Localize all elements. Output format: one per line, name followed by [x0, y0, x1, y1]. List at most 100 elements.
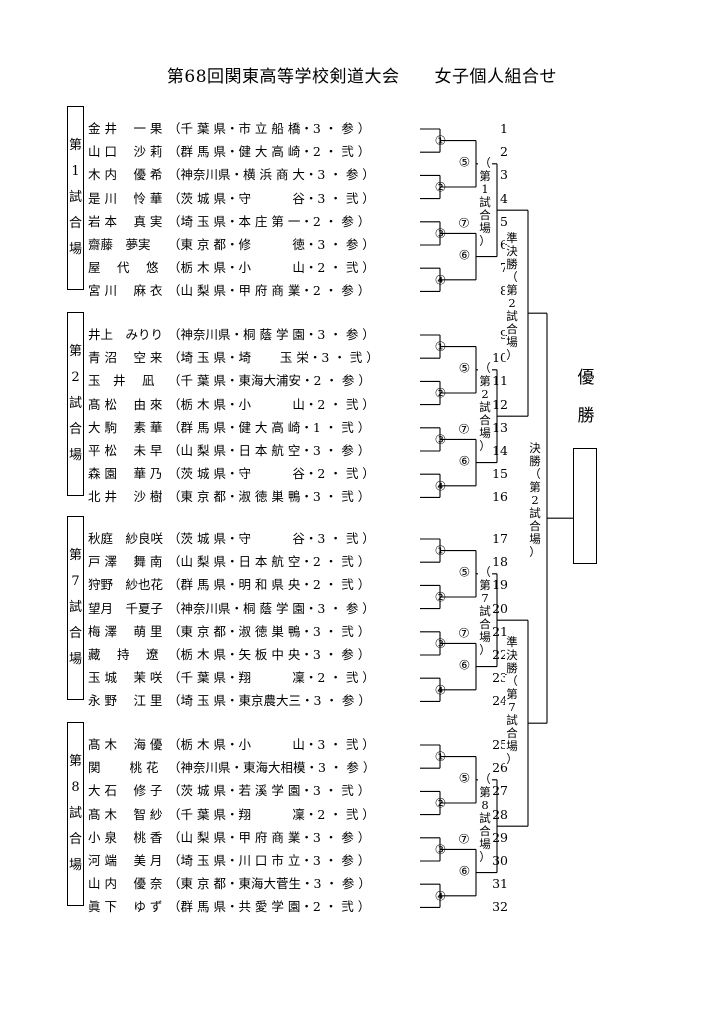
entry-affiliation: （茨 城 県・守 谷・3 ・ 弐 ） [168, 190, 375, 206]
entry-row: 平 松 未 早（山 梨 県・日 本 航 空・3 ・ 参 ）14 [88, 440, 508, 462]
final-label: 場 [528, 532, 542, 546]
entry-name: 玉 井 凪 [88, 373, 155, 389]
entry-row: 永 野 江 里（埼 玉 県・東京農大三・3 ・ 参 ）24 [88, 690, 508, 712]
entry-number: 29 [492, 829, 508, 845]
entry-row: 髙 松 由 來（栃 木 県・小 山・2 ・ 弐 ）12 [88, 394, 508, 416]
entry-name: 小 泉 桃 香 [88, 829, 163, 845]
entry-row: 森 園 華 乃（茨 城 県・守 谷・2 ・ 弐 ）15 [88, 463, 508, 485]
court-label-char: 1 [71, 164, 80, 179]
entry-row: 髙 木 海 優（栃 木 県・小 山・3 ・ 弐 ）25 [88, 734, 508, 756]
block-final-label: 1 [478, 183, 492, 195]
entry-name: 大 駒 素 華 [88, 419, 163, 435]
entry-number: 3 [500, 167, 508, 183]
final-label: 試 [528, 506, 542, 520]
entry-number: 4 [500, 190, 508, 206]
match-number-mark: ⑦ [458, 833, 470, 848]
semifinal-label: 第 [505, 687, 519, 701]
entry-affiliation: （山 梨 県・甲 府 商 業・2 ・ 参 ） [168, 283, 371, 299]
champion-name-box [573, 448, 597, 564]
semifinal-label: 合 [505, 726, 519, 740]
court-label-char: 場 [68, 858, 82, 873]
match-number-mark: ⑤ [459, 362, 471, 377]
match-number-mark: ⑤ [459, 156, 471, 171]
entry-affiliation: （神奈川県・東海大相模・3 ・ 参 ） [168, 760, 376, 776]
semifinal-label: 準 [505, 635, 519, 649]
semifinal-label: 決 [505, 244, 519, 258]
match-number-mark: ⑤ [459, 772, 471, 787]
court-label-char: 試 [68, 600, 82, 615]
entry-row: 関 桃 花 （神奈川県・東海大相模・3 ・ 参 ） 26 [88, 757, 508, 779]
block-final-label: 7 [478, 592, 492, 604]
block-final-label: 第 [478, 578, 492, 592]
entry-affiliation: （千 葉 県・東海大浦安・2 ・ 参 ） [168, 373, 371, 389]
entry-affiliation: （東 京 都・東海大菅生・3 ・ 参 ） [168, 876, 371, 892]
block-final-label: 試 [478, 811, 492, 825]
entry-affiliation: （栃 木 県・矢 板 中 央・3 ・ 参 ） [168, 647, 371, 662]
court-label-char: 2 [71, 370, 80, 385]
entry-name: 梅 澤 萌 里 [88, 623, 163, 639]
match-number-mark: ⑤ [459, 566, 471, 581]
match-number-mark: ④ [435, 479, 447, 494]
match-number-mark: ① [435, 134, 447, 149]
entry-number: 7 [484, 257, 508, 279]
semifinal-label: （ [505, 270, 519, 284]
entry-number: 19 [492, 577, 508, 593]
block-final-label: 場 [478, 221, 492, 235]
block-final-label: 合 [478, 824, 492, 838]
entry-row: 望月 千夏子（神奈川県・桐 蔭 学 園・3 ・ 参 ）20 [88, 598, 508, 620]
entry-affiliation: （埼 玉 県・本 庄 第 一・2 ・ 参 ） [168, 213, 371, 229]
entry-affiliation: （栃 木 県・小 山・2 ・ 弐 ） [168, 396, 375, 412]
semifinal-label: ） [505, 348, 519, 362]
match-number-mark: ⑦ [458, 627, 470, 642]
entry-row: 大 石 修 子（茨 城 県・若 溪 学 園・3 ・ 弐 ）27 [88, 780, 508, 802]
block-final-label: 第 [478, 785, 492, 799]
final-label: 決 [528, 441, 542, 455]
entry-row: 北 井 沙 樹（東 京 都・淑 徳 巣 鴨・3 ・ 弐 ）16 [88, 486, 508, 508]
champion-label: 勝 [577, 406, 595, 426]
match-number-mark: ④ [435, 889, 447, 904]
match-number-mark: ③ [435, 637, 447, 652]
entry-row: 玉 井 凪（千 葉 県・東海大浦安・2 ・ 参 ）11 [88, 370, 508, 392]
match-number-mark: ⑥ [459, 248, 471, 263]
entry-number: 24 [492, 693, 508, 709]
entry-affiliation: （茨 城 県・守 谷・3 ・ 弐 ） [168, 531, 375, 546]
entry-name: 屋 代 悠 [88, 260, 159, 276]
entry-number: 17 [492, 531, 508, 546]
entry-name: 望月 千夏子 [88, 600, 164, 616]
entry-number: 1 [500, 121, 508, 136]
semifinal-label: 勝 [505, 661, 519, 675]
match-number-mark: ⑥ [459, 658, 471, 673]
final-label: 合 [528, 519, 542, 533]
entry-affiliation: （神奈川県・横 浜 商 大・3 ・ 参 ） [168, 167, 375, 183]
block-final-label: 試 [478, 400, 492, 414]
block-final-label: 場 [478, 630, 492, 644]
entry-name: 狩野 紗也花 [88, 577, 164, 593]
entry-affiliation: （神奈川県・桐 蔭 学 園・3 ・ 参 ） [168, 327, 375, 342]
entry-number: 15 [492, 466, 508, 482]
match-number-mark: ③ [435, 843, 447, 858]
entry-row: 岩 本 真 実（埼 玉 県・本 庄 第 一・2 ・ 参 ）5 [88, 211, 508, 233]
semifinal-label: 2 [505, 297, 519, 309]
entry-row: 河 端 美 月（埼 玉 県・川 口 市 立・3 ・ 参 ）30 [88, 850, 508, 872]
semifinal-label: （ [505, 674, 519, 688]
entry-number: 16 [492, 489, 508, 505]
entry-row: 宮 川 麻 衣（山 梨 県・甲 府 商 業・2 ・ 参 ）8 [88, 280, 508, 302]
match-number-mark: ② [435, 591, 447, 606]
entry-number: 26 [492, 760, 508, 776]
entry-name: 関 桃 花 [88, 760, 159, 776]
court-label-char: 試 [68, 396, 82, 411]
match-number-mark: ③ [435, 433, 447, 448]
court-label-char: 試 [68, 806, 82, 821]
court-label-char: 第 [68, 548, 82, 563]
court-label-char: 場 [68, 652, 82, 667]
entry-number: 23 [492, 670, 508, 686]
entry-number: 30 [492, 853, 508, 868]
entry-name: 髙 松 由 來 [88, 396, 163, 412]
entry-affiliation: （千 葉 県・市 立 船 橋・3 ・ 参 ） [168, 121, 371, 136]
entry-name: 是 川 怜 華 [88, 190, 163, 206]
court-label-char: 場 [68, 448, 82, 463]
entry-name: 金 井 一 果 [88, 121, 163, 136]
entry-number: 31 [492, 876, 508, 892]
match-number-mark: ⑦ [458, 217, 470, 232]
